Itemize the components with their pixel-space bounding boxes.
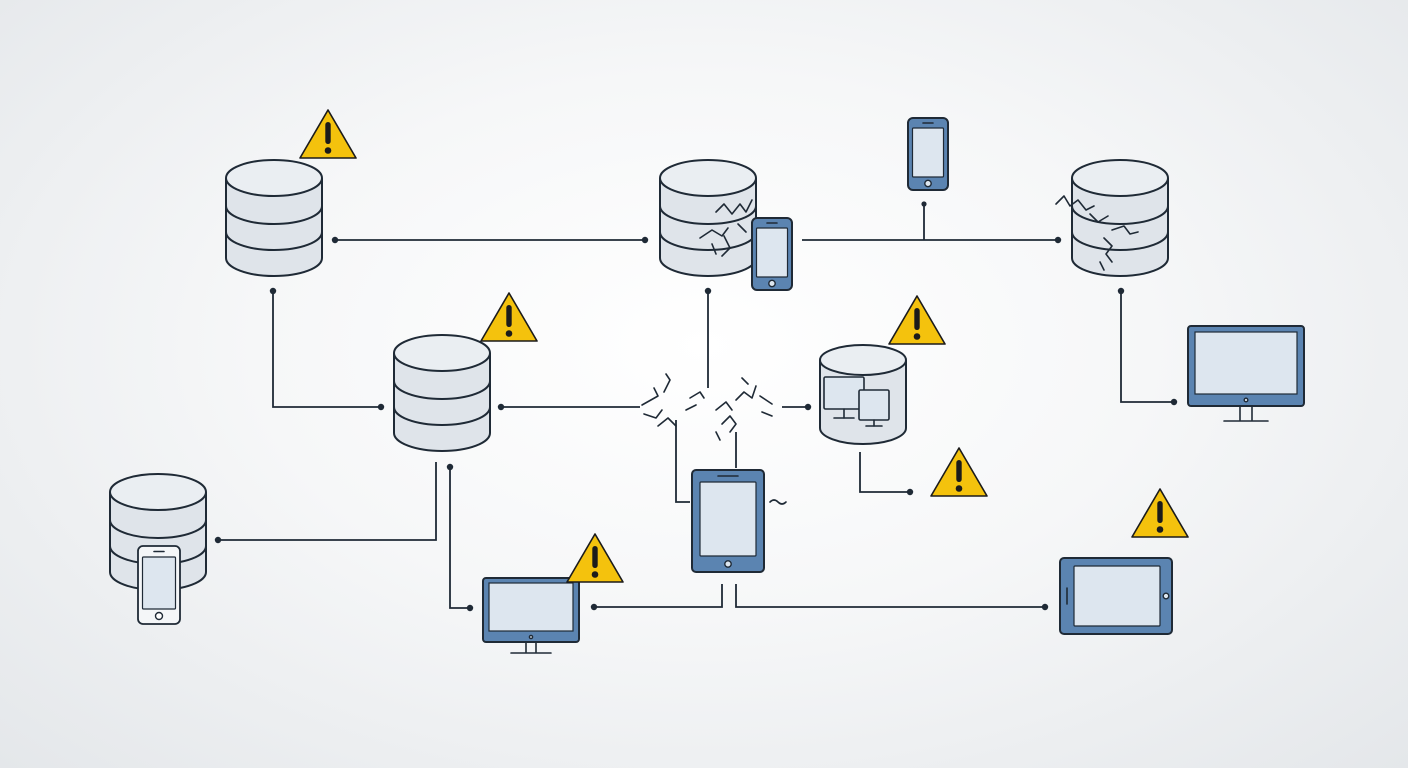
connection-line (449, 468, 468, 609)
connection-dot (1041, 603, 1049, 611)
connection-line (1120, 292, 1172, 403)
connection-line (594, 584, 723, 608)
warning-icon (888, 295, 946, 345)
connection-dot (804, 403, 812, 411)
connection-line (859, 452, 908, 493)
connection-line (272, 292, 380, 408)
connection-line (735, 584, 1044, 608)
tablet-landscape-icon (1059, 557, 1173, 635)
database-icon (225, 159, 323, 277)
warning-icon (299, 109, 357, 159)
connection-dot (269, 287, 277, 295)
connection-dot (1054, 236, 1062, 244)
connection-line (675, 420, 690, 503)
connection-dot (377, 403, 385, 411)
warning-icon (1131, 488, 1189, 538)
connection-dot (704, 287, 712, 295)
warning-icon (480, 292, 538, 342)
monitor-icon (1187, 325, 1305, 422)
connection-lines (214, 201, 1178, 612)
connection-dot (590, 603, 598, 611)
connection-dot (921, 201, 927, 207)
warning-icon (566, 533, 624, 583)
tablet-icon (691, 469, 787, 573)
connection-dot (214, 536, 222, 544)
connection-dot (466, 604, 474, 612)
database-monitors-icon (819, 344, 907, 445)
connection-dot (641, 236, 649, 244)
connection-line (219, 462, 437, 541)
connection-dot (906, 488, 914, 496)
crack-marks (1055, 195, 1139, 271)
warning-icon (930, 447, 988, 497)
smartphone-icon (137, 545, 181, 625)
crack-marks (699, 199, 753, 257)
connection-dot (1170, 398, 1178, 406)
database-icon (659, 159, 757, 277)
monitor-icon (482, 577, 580, 654)
connection-dot (1117, 287, 1125, 295)
connection-dot (331, 236, 339, 244)
broken-link-icon (641, 373, 773, 441)
smartphone-icon (907, 117, 949, 191)
smartphone-icon (751, 217, 793, 291)
connection-dot (497, 403, 505, 411)
database-icon (393, 334, 491, 452)
connection-dot (446, 463, 454, 471)
database-icon (1055, 159, 1169, 277)
monitor-icon (858, 389, 890, 427)
